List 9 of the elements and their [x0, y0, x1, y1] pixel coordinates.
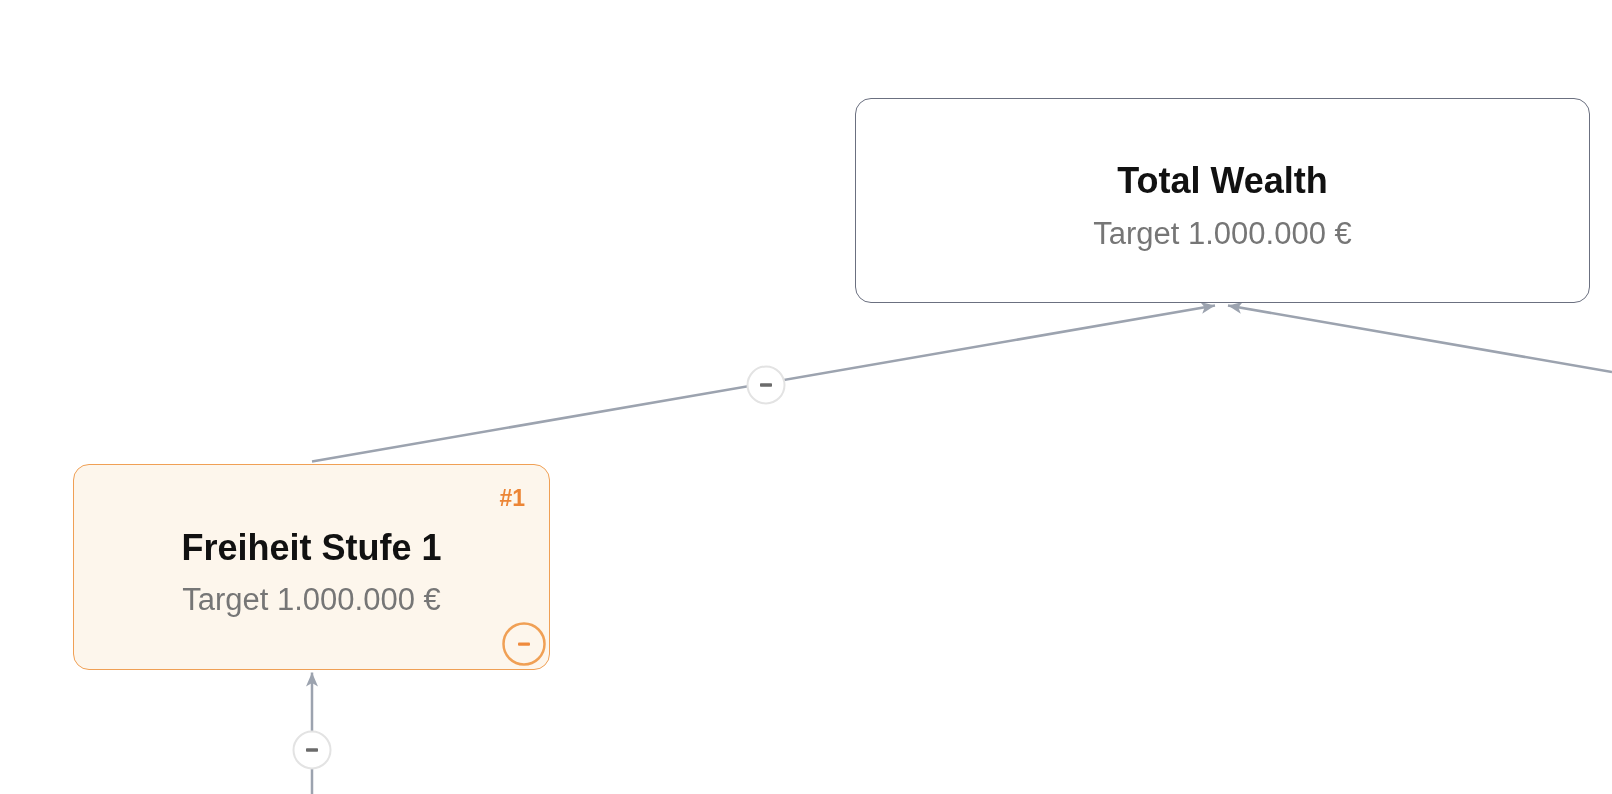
goal-card	[73, 464, 550, 670]
arrow	[311, 301, 1216, 463]
target-amount: Target 1.000.000 €	[1093, 214, 1352, 252]
target-amount: Target 1.000.000 €	[182, 581, 441, 619]
arrow	[1227, 302, 1612, 374]
goal-card	[855, 98, 1590, 303]
card-title: Freiheit Stufe 1	[181, 525, 442, 569]
card-title: Total Wealth	[1117, 159, 1328, 203]
rank-label: #1	[499, 485, 525, 513]
